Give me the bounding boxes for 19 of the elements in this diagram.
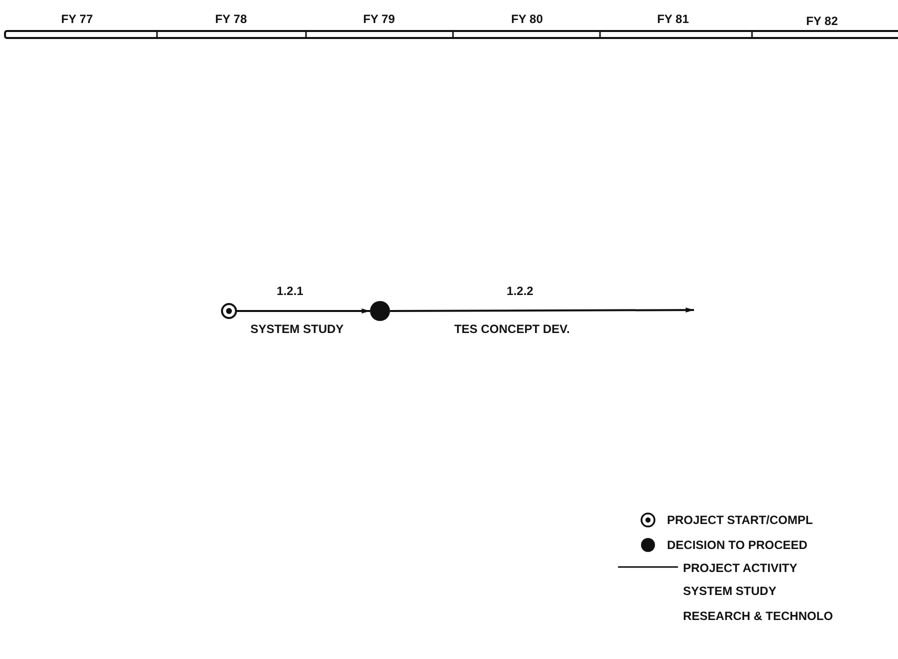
edge-label: 1.2.1 <box>276 284 304 298</box>
year-label: FY 82 <box>806 14 838 28</box>
legend-text: SYSTEM STUDY <box>683 584 776 598</box>
legend-text: PROJECT START/COMPL <box>667 513 813 527</box>
activity-arrow <box>390 308 694 313</box>
start-marker <box>221 303 237 319</box>
activity-arrow <box>236 308 370 314</box>
decision-dot <box>370 301 390 321</box>
legend-text: DECISION TO PROCEED <box>667 538 808 552</box>
legend-text: PROJECT ACTIVITY <box>683 561 798 575</box>
year-label: FY 79 <box>363 12 395 26</box>
activity-name: TES CONCEPT DEV. <box>454 322 570 336</box>
edge-label: 1.2.2 <box>506 284 534 298</box>
year-label: FY 77 <box>61 12 93 26</box>
year-label: FY 80 <box>511 12 543 26</box>
year-label: FY 78 <box>215 12 247 26</box>
legend-text: RESEARCH & TECHNOLO <box>683 609 834 623</box>
year-label: FY 81 <box>657 12 689 26</box>
activity-name: SYSTEM STUDY <box>250 322 344 336</box>
